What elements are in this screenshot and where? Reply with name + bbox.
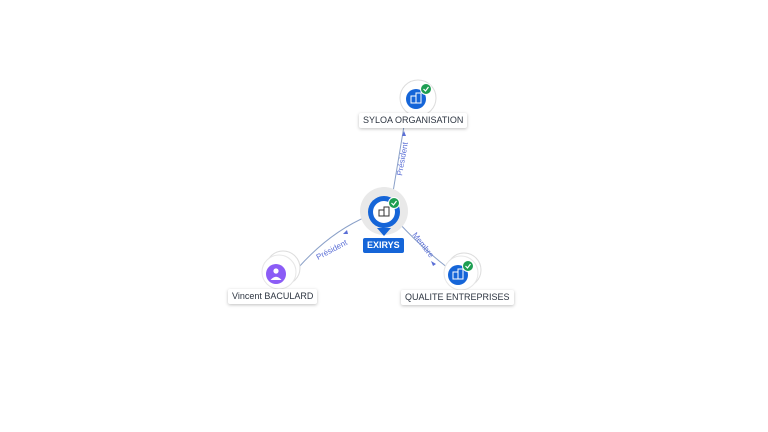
edge-label-qualite: Membre bbox=[410, 231, 435, 260]
check-badge-icon bbox=[462, 260, 474, 272]
building-icon bbox=[378, 206, 390, 217]
edge-arrow-vincent bbox=[343, 230, 348, 234]
node-vincent[interactable] bbox=[261, 250, 301, 290]
edge-arrow-qualite bbox=[431, 261, 436, 266]
node-exirys[interactable] bbox=[360, 187, 408, 236]
edge-arrow-syloa bbox=[402, 131, 406, 136]
node-label-exirys[interactable]: EXIRYS bbox=[363, 238, 404, 253]
edge-vincent-exirys bbox=[297, 215, 369, 269]
edge-exirys-qualite bbox=[397, 221, 449, 269]
check-badge-icon bbox=[420, 83, 432, 95]
node-label-vincent[interactable]: Vincent BACULARD bbox=[228, 289, 318, 304]
node-label-syloa[interactable]: SYLOA ORGANISATION bbox=[359, 113, 468, 128]
person-node-vincent bbox=[266, 264, 286, 284]
building-icon bbox=[410, 92, 422, 104]
node-label-qualite[interactable]: QUALITE ENTREPRISES bbox=[401, 290, 514, 305]
node-syloa[interactable] bbox=[399, 79, 437, 117]
building-icon bbox=[452, 268, 464, 280]
edge-label-vincent: Président bbox=[315, 238, 350, 262]
edge-exirys-syloa bbox=[391, 125, 405, 199]
person-icon bbox=[270, 268, 282, 280]
edge-label-syloa: Président bbox=[395, 141, 410, 177]
node-qualite[interactable] bbox=[443, 252, 482, 291]
check-badge-icon bbox=[388, 197, 400, 209]
